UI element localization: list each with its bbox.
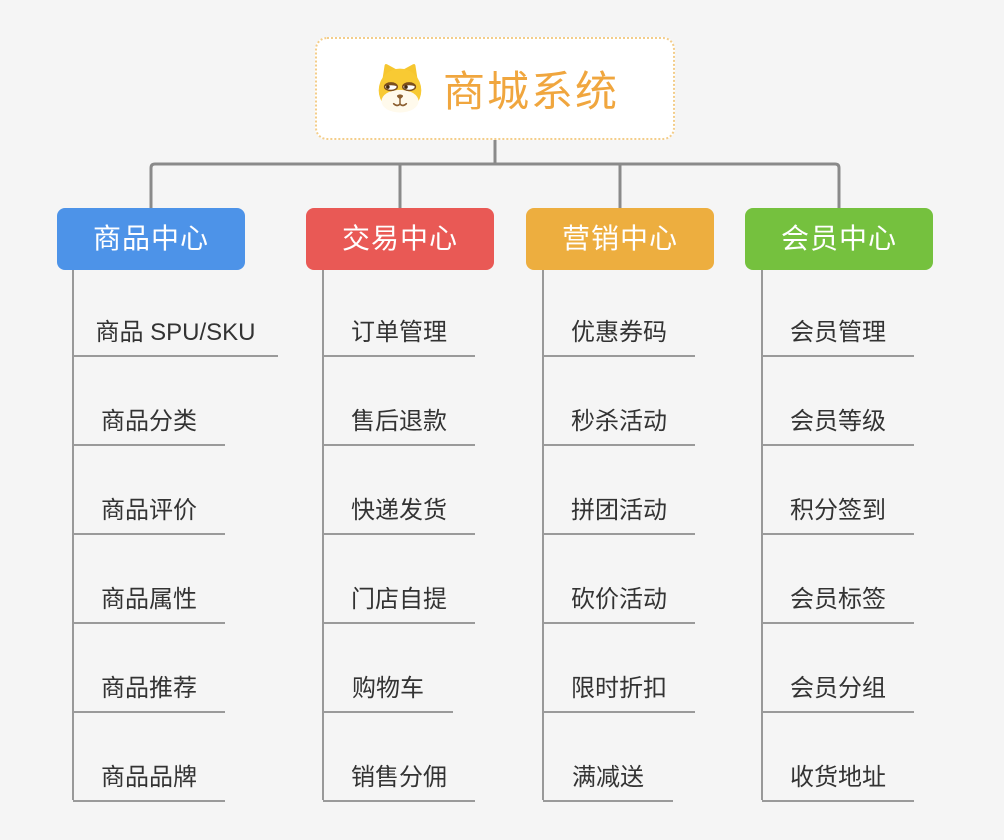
branch-marketing-center[interactable]: 营销中心 <box>526 208 714 270</box>
leaf-topic[interactable]: 商品品牌 <box>73 758 225 802</box>
leaf-topic[interactable]: 快递发货 <box>323 491 475 535</box>
leaf-topic[interactable]: 满减送 <box>543 758 673 802</box>
leaf-topic[interactable]: 积分签到 <box>762 491 914 535</box>
leaf-topic[interactable]: 会员等级 <box>762 402 914 446</box>
leaf-topic[interactable]: 销售分佣 <box>323 758 475 802</box>
branch-trade-center[interactable]: 交易中心 <box>306 208 494 270</box>
leaf-topic[interactable]: 会员分组 <box>762 669 914 713</box>
branch-member-center[interactable]: 会员中心 <box>745 208 933 270</box>
leaf-topic[interactable]: 购物车 <box>323 669 453 713</box>
leaf-topic[interactable]: 收货地址 <box>762 758 914 802</box>
leaf-topic[interactable]: 商品评价 <box>73 491 225 535</box>
root-node[interactable]: 商城系统 <box>315 37 675 140</box>
leaf-topic[interactable]: 限时折扣 <box>543 669 695 713</box>
leaf-topic[interactable]: 商品推荐 <box>73 669 225 713</box>
leaf-topic[interactable]: 订单管理 <box>323 313 475 357</box>
root-title: 商城系统 <box>442 68 619 115</box>
leaf-topic[interactable]: 商品 SPU/SKU <box>73 313 278 357</box>
leaf-topic[interactable]: 会员标签 <box>762 580 914 624</box>
dog-face-icon <box>371 62 429 115</box>
branch-product-center[interactable]: 商品中心 <box>57 208 245 270</box>
leaf-topic[interactable]: 门店自提 <box>323 580 475 624</box>
leaf-topic[interactable]: 商品分类 <box>73 402 225 446</box>
leaf-topic[interactable]: 砍价活动 <box>543 580 695 624</box>
leaf-topic[interactable]: 会员管理 <box>762 313 914 357</box>
leaf-topic[interactable]: 售后退款 <box>323 402 475 446</box>
leaf-topic[interactable]: 商品属性 <box>73 580 225 624</box>
leaf-topic[interactable]: 拼团活动 <box>543 491 695 535</box>
leaf-topic[interactable]: 优惠券码 <box>543 313 695 357</box>
leaf-topic[interactable]: 秒杀活动 <box>543 402 695 446</box>
